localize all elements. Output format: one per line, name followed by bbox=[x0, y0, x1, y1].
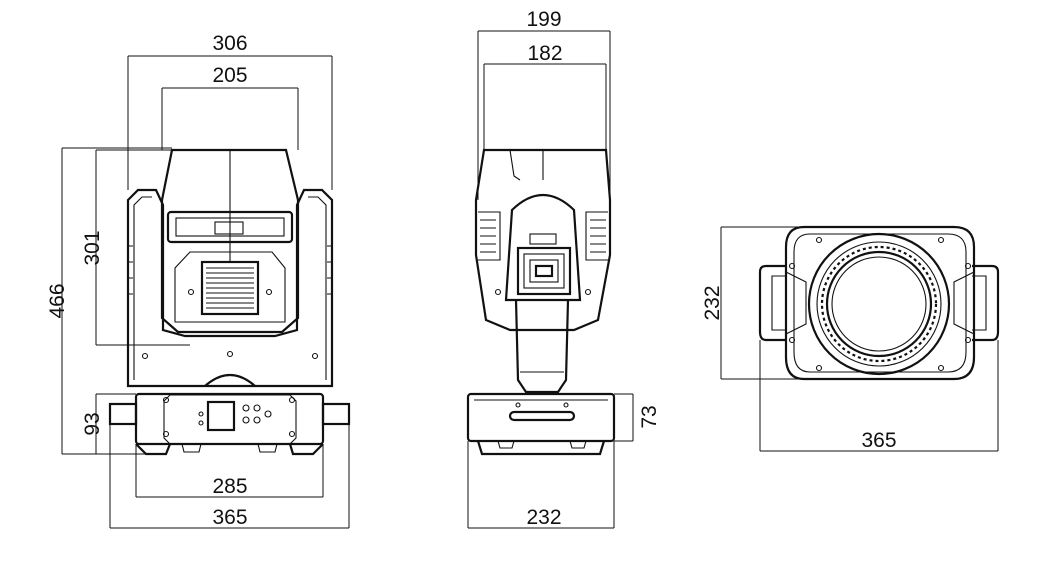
top-view: 232 365 bbox=[701, 225, 1000, 452]
side-dimensions: 199 182 73 232 bbox=[467, 8, 661, 529]
dim-total-height: 466 bbox=[46, 283, 69, 318]
front-dimensions: 306 205 301 466 93 285 365 bbox=[46, 32, 350, 529]
display-screen bbox=[206, 400, 236, 432]
dim-head-inner-width: 205 bbox=[212, 64, 247, 87]
front-base bbox=[108, 392, 351, 456]
front-view: 306 205 301 466 93 285 365 bbox=[46, 32, 351, 529]
dim-side-head-width: 199 bbox=[526, 8, 561, 31]
dim-top-depth: 232 bbox=[701, 285, 724, 320]
dim-head-height: 301 bbox=[81, 230, 104, 265]
dim-base-outer-width: 365 bbox=[212, 506, 247, 529]
side-column bbox=[514, 299, 570, 394]
cooling-fins bbox=[206, 267, 254, 309]
top-handles bbox=[758, 264, 1000, 342]
dim-side-base-width: 232 bbox=[526, 506, 561, 529]
dim-side-head-inner-width: 182 bbox=[527, 42, 562, 65]
dim-base-height: 93 bbox=[81, 412, 104, 435]
top-body bbox=[784, 225, 976, 381]
side-base bbox=[466, 392, 616, 456]
dim-overall-width: 306 bbox=[212, 32, 247, 55]
dim-side-base-height: 73 bbox=[638, 405, 661, 428]
front-head bbox=[160, 148, 300, 334]
top-lens bbox=[807, 232, 951, 376]
side-head bbox=[474, 148, 612, 332]
dim-top-width: 365 bbox=[861, 429, 896, 452]
top-dimensions: 232 365 bbox=[701, 226, 999, 452]
dim-base-inner-width: 285 bbox=[212, 475, 247, 498]
side-view: 199 182 73 232 bbox=[466, 8, 661, 529]
front-yoke bbox=[126, 188, 334, 388]
